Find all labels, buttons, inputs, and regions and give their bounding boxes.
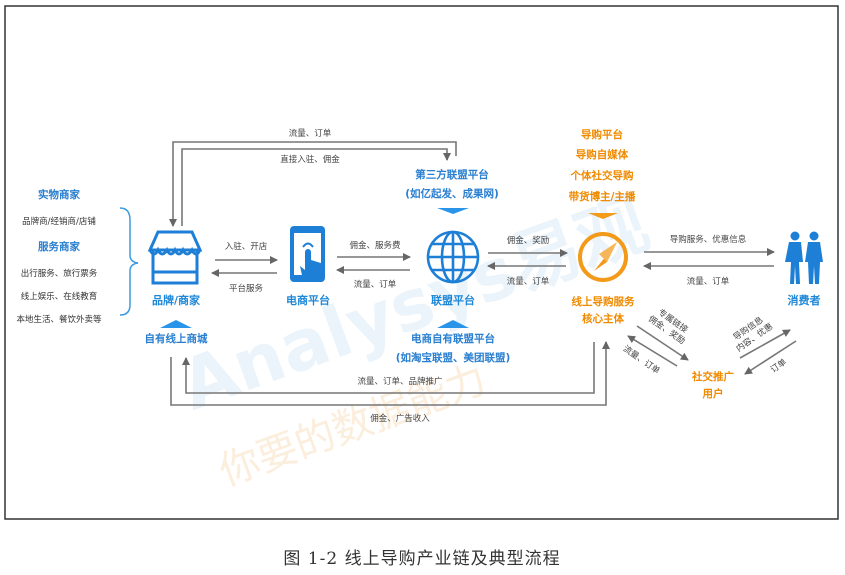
node-label-brand: 品牌/商家: [152, 293, 201, 307]
flow-top-outer: [169, 141, 457, 227]
globe-icon: [426, 230, 480, 284]
alliance-top-label: (如亿起发、成果网): [405, 187, 499, 200]
mobile-touch-icon: [290, 226, 325, 282]
node-label-consumer: 消费者: [788, 293, 821, 307]
merchant-types: 实物商家 品牌商/经销商/店铺 服务商家 出行服务、旅行票务 线上娱乐、在线教育…: [16, 188, 139, 325]
node-label-ecommerce: 电商平台: [286, 293, 330, 307]
core-top-label: 导购平台: [581, 128, 623, 141]
flow-label: 平台服务: [229, 283, 264, 294]
people-icon: [785, 231, 823, 284]
flow-label: 流量、订单: [354, 279, 397, 290]
flow-label: 流量、订单: [507, 276, 550, 287]
core-top-label: 导购自媒体: [576, 148, 629, 161]
svg-text:品牌商/经销商/店铺: 品牌商/经销商/店铺: [22, 216, 96, 227]
flow-label: 直接入驻、佣金: [280, 154, 340, 165]
flow-label: 佣金、服务费: [349, 240, 401, 251]
core-top-label: 个体社交导购: [570, 169, 634, 182]
figure-caption: 图 1-2 线上导购产业链及典型流程: [283, 549, 560, 569]
alliance-bottom-label: (如淘宝联盟、美团联盟): [396, 351, 511, 364]
flow-top-inner: [181, 148, 451, 226]
node-label-core: 线上导购服务: [572, 295, 635, 308]
node-label-social: 用户: [702, 387, 724, 400]
flow-label: 导购服务、优惠信息: [670, 234, 747, 245]
svg-text:出行服务、旅行票务: 出行服务、旅行票务: [21, 268, 98, 279]
flow-bottom-inner: [182, 342, 595, 394]
node-label-alliance: 联盟平台: [431, 293, 475, 307]
svg-text:本地生活、餐饮外卖等: 本地生活、餐饮外卖等: [16, 314, 102, 325]
svg-text:服务商家: 服务商家: [38, 240, 80, 253]
alliance-top-label: 第三方联盟平台: [415, 168, 489, 181]
svg-text:线上娱乐、在线教育: 线上娱乐、在线教育: [21, 291, 98, 302]
flow-label: 流量、订单: [687, 276, 730, 287]
flow-label: 流量、订单: [289, 128, 332, 139]
flow-bottom-outer: [170, 341, 610, 406]
brace: [119, 207, 139, 316]
flow-label: 流量、订单、品牌推广: [357, 376, 442, 387]
alliance-bottom-label: 电商自有联盟平台: [411, 332, 495, 345]
figure-frame: [4, 5, 839, 520]
flow-label: 佣金、广告收入: [370, 413, 430, 424]
node-label-social: 社交推广: [691, 370, 734, 383]
triangle-down-icon: [588, 213, 618, 219]
triangle-up-icon: [437, 320, 469, 328]
triangle-up-icon: [160, 320, 192, 328]
compass-icon: [578, 232, 628, 282]
flow-label: 入驻、开店: [225, 241, 268, 252]
node-sub-brand: 自有线上商城: [145, 332, 208, 345]
store-icon: [147, 230, 203, 285]
flow-label: 佣金、奖励: [507, 235, 550, 246]
node-label-core: 核心主体: [582, 312, 624, 325]
core-top-label: 带货博主/主播: [569, 190, 636, 203]
svg-text:实物商家: 实物商家: [38, 188, 80, 201]
triangle-down-icon: [437, 208, 469, 214]
